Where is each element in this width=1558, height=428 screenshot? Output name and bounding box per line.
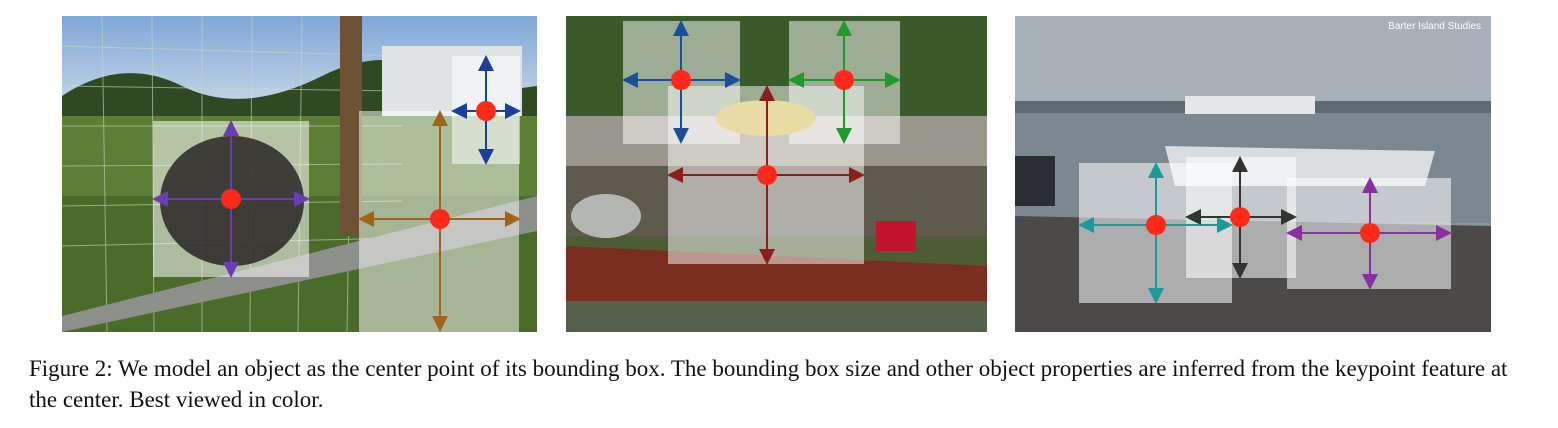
center-dot xyxy=(1230,207,1250,227)
bear-child-photo xyxy=(62,16,537,332)
polar-bears-photo: Barter Island Studies xyxy=(1015,16,1491,332)
center-dot xyxy=(1146,215,1166,235)
watermark: Barter Island Studies xyxy=(1388,21,1481,32)
center-dot xyxy=(671,70,691,90)
figure-caption: Figure 2: We model an object as the cent… xyxy=(29,356,1508,412)
center-dot xyxy=(221,189,241,209)
center-dot xyxy=(834,70,854,90)
center-dot xyxy=(476,101,496,121)
center-dot xyxy=(757,165,777,185)
boat-market-photo xyxy=(566,16,987,332)
center-dot xyxy=(1360,223,1380,243)
center-dot xyxy=(430,209,450,229)
